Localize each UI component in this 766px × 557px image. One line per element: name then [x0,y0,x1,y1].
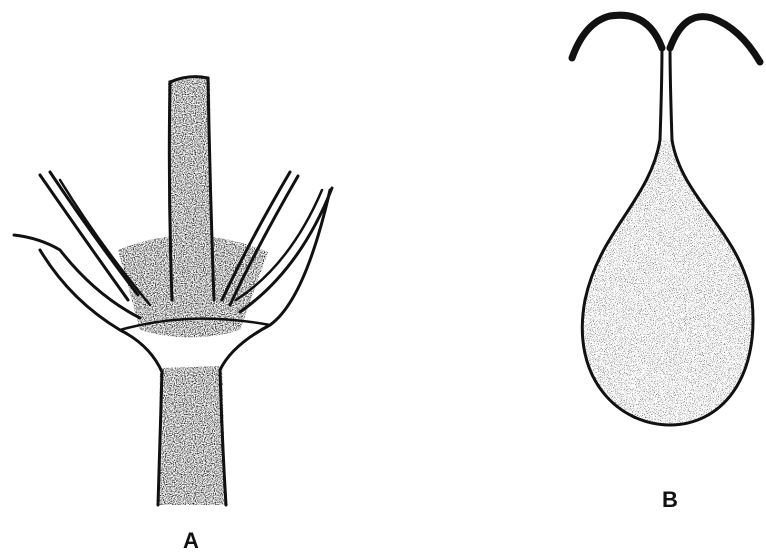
leaf-left-1 [40,175,128,300]
leaf-right-1-b [230,176,298,305]
arm-right [670,17,760,62]
panel-b-stipple [582,140,753,425]
panel-b-drawing [572,15,760,425]
panel-label-b: B [662,489,678,511]
arm-left [572,15,662,58]
panel-label-a: A [183,530,199,552]
panel-a-drawing [14,77,332,505]
pear-neck [660,45,672,140]
